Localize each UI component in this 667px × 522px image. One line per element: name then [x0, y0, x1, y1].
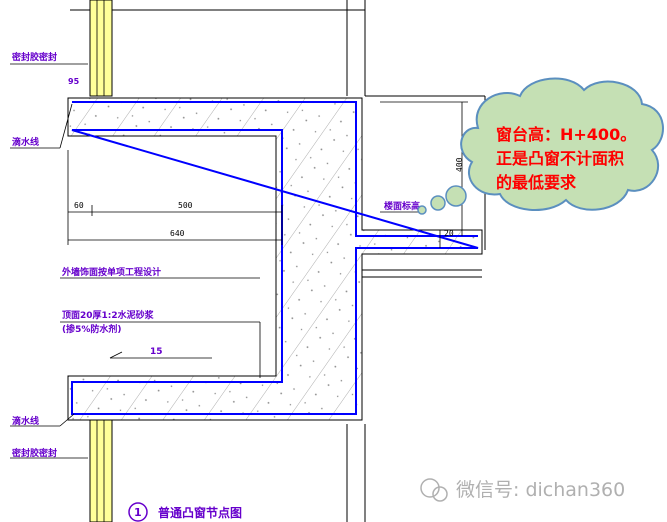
sill-height-dim: 400 [455, 157, 464, 172]
top-value-label: 95 [68, 77, 80, 86]
watermark-text: 微信号: dichan360 [456, 479, 625, 501]
leader-lines [10, 63, 426, 459]
dim-b: 500 [178, 201, 193, 210]
wall-outline-top [70, 0, 486, 522]
bottom-sealant-label: 密封胶密封 [11, 447, 57, 459]
finish-layer-line [71, 101, 479, 415]
caption-text: 普通凸窗节点图 [158, 505, 242, 520]
dim-a: 60 [74, 201, 84, 210]
ext-finish-label: 外墙饰面按单项工程设计 [61, 266, 161, 278]
side-dim: 20 [444, 229, 454, 238]
caption: 1 普通凸窗节点图 [128, 502, 242, 522]
dimension-lines [67, 101, 468, 248]
bottom-drip-label: 滴水线 [12, 415, 39, 427]
wechat-icon [420, 478, 440, 498]
plaster-label: 顶面20厚1:2水泥砂浆 [62, 309, 155, 321]
waterproof-label: (掺5%防水剂) [62, 323, 122, 335]
callout-bubble [417, 77, 664, 215]
window-frame-top [89, 0, 113, 97]
bubble-line-3: 的最低要求 [496, 173, 577, 192]
dim-c: 640 [170, 229, 185, 238]
window-frame-bottom [89, 419, 113, 522]
caption-number: 1 [134, 506, 142, 519]
slope-label: 15 [150, 347, 163, 357]
bubble-line-1: 窗台高：H+400。 [496, 125, 636, 144]
floor-finish-label: 楼面标高 [384, 200, 420, 212]
watermark: 微信号: dichan360 [420, 478, 625, 502]
floor-slab [362, 269, 482, 278]
bubble-line-2: 正是凸窗不计面积 [496, 149, 624, 168]
top-sealant-label: 密封胶密封 [11, 51, 57, 63]
top-drip-label: 滴水线 [12, 136, 39, 148]
